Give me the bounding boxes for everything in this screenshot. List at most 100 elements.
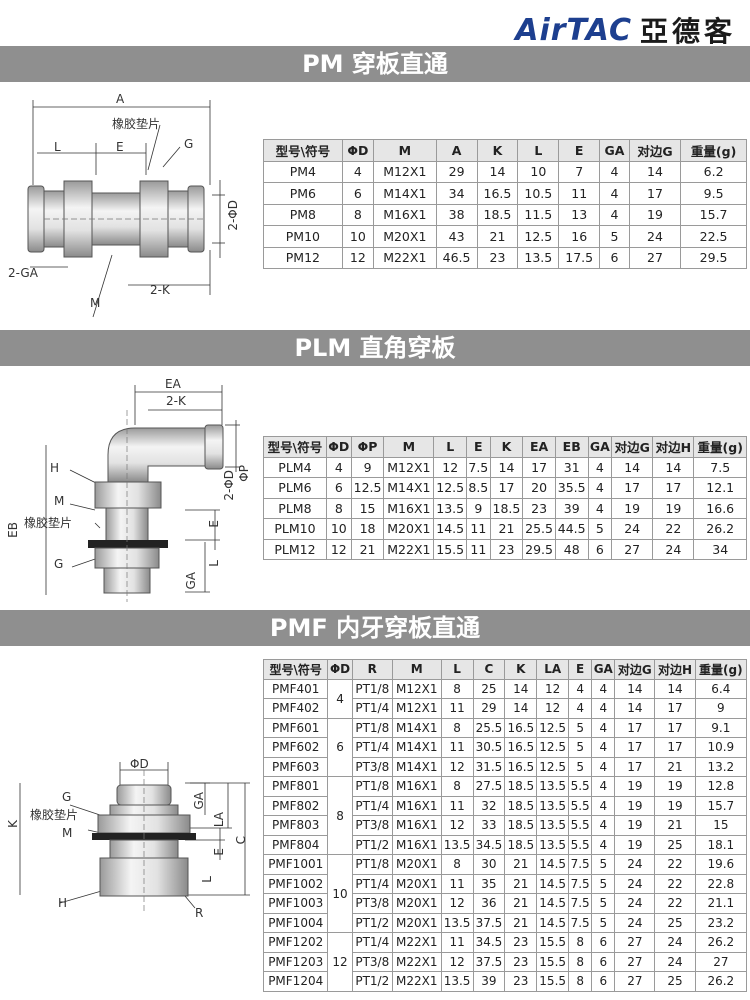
plm-label-gasket: 橡胶垫片 [24,516,73,530]
pmf-cell: M20X1 [391,912,442,933]
plm-label-m: M [54,494,65,508]
pmf-cell: PT1/2 [351,912,393,933]
pm-cell: M16X1 [372,203,437,226]
pmf-label-c: C [234,836,248,845]
pm-col-header: 对边G [628,139,682,162]
pm-cell: M22X1 [372,246,437,269]
plm-cell: 23 [522,497,556,519]
plm-cell: 6 [587,538,613,560]
pm-cell: 11 [558,182,601,205]
plm-cell: M16X1 [383,497,435,519]
pm-col-header: K [476,139,519,162]
pmf-cell: 23 [504,932,538,953]
pmf-cell: PMF1202 [262,932,329,953]
pmf-cell: 17 [654,698,696,719]
pm-cell: 23 [476,246,519,269]
airtac-logo: AirTAC [515,12,632,48]
pmf-col-header: E [568,659,593,680]
pm-cell: 13 [558,203,601,226]
pmf-cell: 21 [504,893,538,914]
plm-cell: 17 [652,477,695,499]
pmf-col-header: L [440,659,474,680]
pmf-cell: M12X1 [391,698,442,719]
pm-cell: M14X1 [372,182,437,205]
plm-cell: 18.5 [489,497,524,519]
pm-label-gasket: 橡胶垫片 [112,117,161,131]
pmf-cell: M14X1 [391,717,442,738]
plm-cell: PLM10 [263,518,327,540]
plm-cell: 12.5 [350,477,385,499]
pmf-cell: 24 [614,912,656,933]
pmf-cell: 15.7 [694,795,748,816]
pmf-col-header: 对边G [614,659,656,680]
pm-label-l: L [54,140,61,154]
pmf-label-g: G [62,790,72,804]
pmf-cell: PMF402 [262,698,329,719]
plm-cell: 48 [554,538,589,560]
plm-label-ea: EA [165,377,181,391]
pm-col-header: E [558,139,601,162]
plm-cell: 12.5 [433,477,468,499]
pm-cell: 29.5 [680,246,747,269]
pmf-cell: 22 [654,854,696,875]
pmf-cell: 12.8 [694,776,748,797]
pm-cell: 8 [341,203,374,226]
pm-cell: 14 [476,160,519,183]
section-title-pmf: PMF 内牙穿板直通 [0,610,750,646]
plm-cell: 12 [433,456,468,478]
plm-header-row: 型号\符号 ΦD ΦP M L E K EA EB GA 对边G 对边H 重量(… [263,436,747,458]
pmf-cell: 30.5 [472,737,506,758]
plm-col-header: ΦP [350,436,385,458]
plm-cell: 19 [652,497,695,519]
pmf-cell: 25.5 [472,717,506,738]
pmf-cell: 5 [568,756,593,777]
pmf-cell: 27.5 [472,776,506,797]
plm-cell: 4 [587,497,613,519]
pmf-cell: 5 [568,717,593,738]
pmf-cell: 29 [472,698,506,719]
pmf-cell: 12 [536,678,570,699]
pmf-cell: 21 [654,756,696,777]
plm-cell: 21 [350,538,385,560]
plm-cell: 11 [466,538,491,560]
pmf-cell: 16.5 [504,737,538,758]
pm-cell: PM8 [263,203,343,226]
pmf-cell: M14X1 [391,756,442,777]
pmf-cell: 11 [440,873,474,894]
pmf-label-k: K [6,820,20,828]
pm-cell: 29 [435,160,478,183]
pmf-cell: 25 [654,834,696,855]
pmf-cell: 23.2 [694,912,748,933]
plm-label-eb: EB [6,522,20,538]
pmf-cell: 33 [472,815,506,836]
pmf-cell: 39 [472,971,506,992]
pmf-cell: 27 [614,951,656,972]
plm-cell: 9 [466,497,491,519]
pm-cell: 12 [341,246,374,269]
pm-cell: 13.5 [517,246,560,269]
pmf-cell: 8 [440,854,474,875]
plm-cell: 6 [325,477,352,499]
pmf-cell: 25 [472,678,506,699]
pmf-cell: 5 [591,873,616,894]
pm-label-a: A [116,92,125,106]
pmf-cell: 14 [614,698,656,719]
pm-col-header: 型号\符号 [263,139,343,162]
pmf-cell: 12.5 [536,717,570,738]
pmf-cell: 23 [504,951,538,972]
pmf-cell: 24 [614,893,656,914]
pm-cell: 38 [435,203,478,226]
pmf-label-e: E [212,848,226,856]
pmf-cell: 14 [504,678,538,699]
pm-cell: M12X1 [372,160,437,183]
pm-cell: 34 [435,182,478,205]
